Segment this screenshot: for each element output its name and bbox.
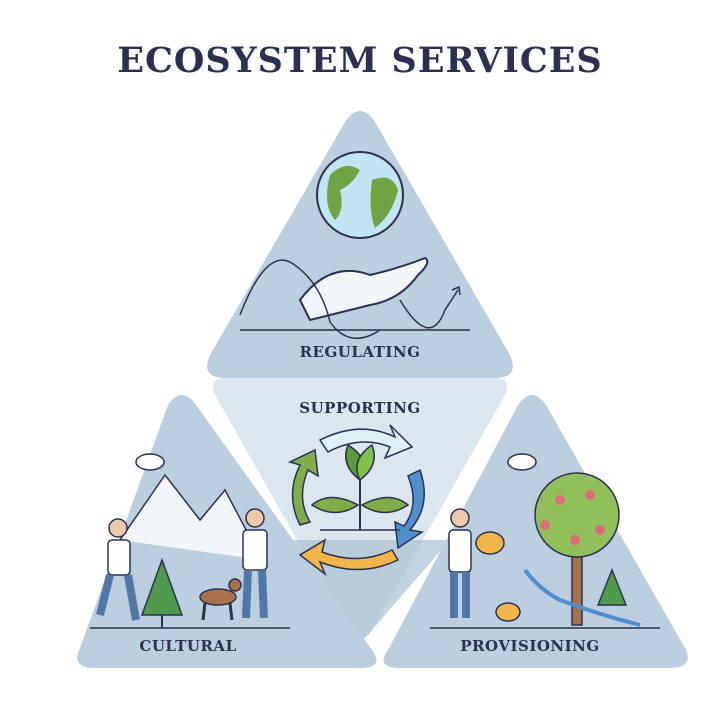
- pine-tree-icon: [140, 557, 184, 628]
- label-cultural: CULTURAL: [139, 637, 237, 655]
- sprout-icon: [310, 443, 410, 531]
- river: [523, 568, 641, 627]
- dog-icon: [199, 578, 242, 621]
- hiker-right: [242, 508, 268, 619]
- hand-icon: [298, 256, 429, 322]
- cloud-icon: [507, 453, 537, 471]
- pumpkin-icon: [475, 531, 505, 555]
- mountains: [119, 473, 263, 561]
- regulating-triangle: [207, 111, 513, 378]
- farmer: [448, 508, 505, 618]
- pumpkin-icon: [495, 602, 521, 622]
- page-title: ECOSYSTEM SERVICES: [117, 40, 603, 81]
- label-supporting: SUPPORTING: [299, 399, 421, 417]
- label-provisioning: PROVISIONING: [460, 637, 600, 655]
- pine-tree-icon: [596, 567, 628, 606]
- globe-icon: [316, 151, 404, 239]
- cloud-icon: [135, 453, 165, 471]
- apple-tree-icon: [534, 472, 620, 626]
- hiker-left: [96, 518, 140, 621]
- cycle-arrows-icon: [287, 424, 425, 577]
- label-regulating: REGULATING: [299, 343, 421, 361]
